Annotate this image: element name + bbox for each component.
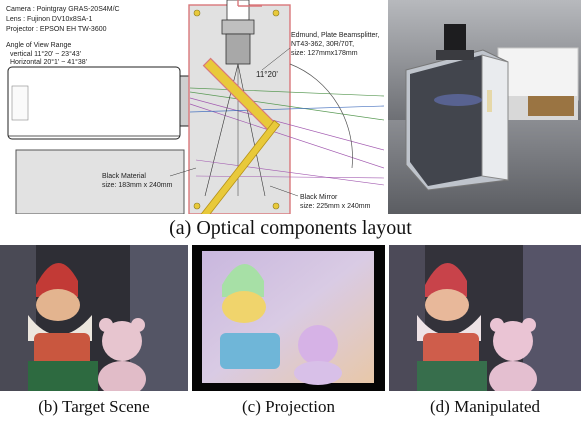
black-material-label: size: 183mm x 240mm: [102, 182, 173, 189]
projection-bear-body: [294, 361, 342, 385]
bear-head: [493, 321, 533, 361]
gnome-hat: [425, 262, 467, 297]
leader-line: [261, 47, 291, 71]
projector-vent: [11, 85, 29, 121]
ray-line: [195, 175, 384, 179]
ray-line: [189, 105, 384, 113]
enclosure-glass: [410, 55, 482, 186]
projection-bear-head: [298, 325, 338, 365]
device-photo-svg: [388, 0, 581, 214]
projection-body: [220, 333, 280, 369]
projector-photo: [497, 47, 579, 101]
ray-line: [237, 63, 266, 197]
camera-lens: [225, 33, 251, 65]
ray-line: [195, 159, 384, 186]
projection-face: [222, 291, 266, 323]
device-photo: [388, 0, 581, 214]
projection-hat: [222, 263, 264, 297]
projection-svg: [192, 245, 385, 391]
bear-ear: [522, 318, 536, 332]
light-glow: [434, 94, 482, 106]
caption-d: (d) Manipulated: [430, 397, 540, 416]
beamsplitter-label: NT43-362, 30R/70T,: [291, 41, 354, 48]
gnome-body: [34, 333, 90, 367]
angle-vertical: vertical 11°20' ~ 23°43': [10, 50, 81, 58]
manipulated-svg: [389, 245, 581, 391]
bear-body: [98, 361, 146, 391]
gnome-face: [36, 289, 80, 321]
black-material-label: Black Material: [102, 173, 146, 180]
bolt-icon: [193, 202, 201, 210]
optical-layout-diagram: Camera : Pointgray GRAS-20S4M/C Lens : F…: [0, 0, 384, 214]
bolt-icon: [272, 202, 280, 210]
gnome-hat: [36, 262, 78, 297]
target-scene-svg: [0, 245, 188, 391]
leader-line: [169, 167, 197, 177]
spec-line: Projector : EPSON EH TW-3600: [6, 26, 107, 33]
caption-c: (c) Projection: [242, 397, 335, 416]
angle-horizontal: Horizontal 20°1' ~ 41°38': [10, 58, 87, 66]
camera-photo: [444, 24, 466, 52]
ray-line: [189, 91, 384, 121]
projector-body: [7, 66, 181, 140]
black-mirror-plate: [199, 120, 281, 214]
target-scene-photo: [0, 245, 188, 391]
camera-mount: [221, 19, 255, 35]
spec-line: Lens : Fujinon DV10x8SA-1: [6, 16, 92, 23]
spec-line: Camera : Pointgray GRAS-20S4M/C: [6, 6, 120, 13]
ray-line: [189, 103, 384, 169]
bear-ear: [490, 318, 504, 332]
bear-head: [102, 321, 142, 361]
bolt-icon: [272, 9, 280, 17]
sticker: [487, 90, 492, 112]
gnome-body: [423, 333, 479, 367]
wood-block: [528, 96, 574, 116]
caption-a: (a) Optical components layout: [169, 217, 412, 239]
bear-ear: [131, 318, 145, 332]
caption-b: (b) Target Scene: [38, 397, 150, 416]
manipulated-photo: [389, 245, 581, 391]
projection-photo: [192, 245, 385, 391]
camera-mount-photo: [436, 50, 474, 60]
optical-layout-svg: Camera : Pointgray GRAS-20S4M/C Lens : F…: [6, 0, 384, 214]
black-mirror-label: Black Mirror: [300, 194, 338, 201]
table-block: [15, 149, 185, 214]
bear-ear: [99, 318, 113, 332]
gnome-face: [425, 289, 469, 321]
gnome-pants: [417, 361, 487, 391]
gnome-pants: [28, 361, 98, 391]
bear-body: [489, 361, 537, 391]
bolt-icon: [193, 9, 201, 17]
black-mirror-label: size: 225mm x 240mm: [300, 203, 371, 210]
beamsplitter-label: size: 127mmx178mm: [291, 50, 358, 57]
angle-label: 11°20': [256, 70, 278, 79]
view-range-arc: [289, 63, 353, 169]
ray-line: [189, 87, 384, 97]
angle-title: Angle of View Range: [6, 42, 71, 49]
leader-line: [269, 185, 299, 197]
beamsplitter-label: Edmund, Plate Beamsplitter,: [291, 32, 379, 39]
enclosure-side: [481, 54, 509, 181]
